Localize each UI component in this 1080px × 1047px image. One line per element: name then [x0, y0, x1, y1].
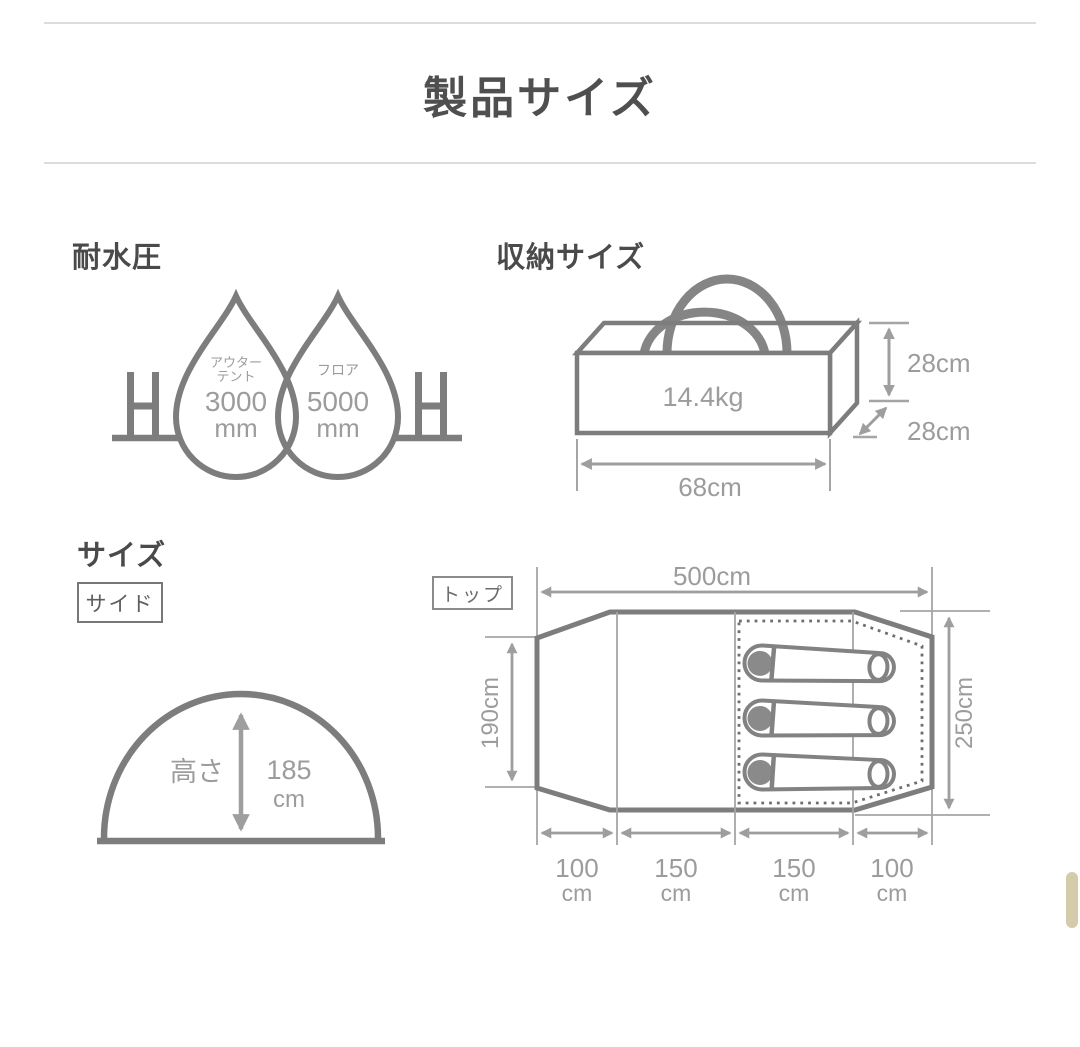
title-separator [44, 162, 1036, 164]
bag-weight: 14.4kg [662, 382, 743, 412]
sleeping-bag-icon [744, 645, 895, 685]
segment-unit: cm [661, 880, 692, 905]
floor-drop-fill [278, 296, 398, 477]
inner-tent-dotted-boundary [737, 619, 924, 805]
water-resistance-heading: 耐水圧 [72, 242, 163, 274]
bag-depth: 28cm [907, 416, 971, 446]
segment-value: 150 [772, 853, 815, 883]
bag-height: 28cm [907, 348, 971, 378]
letter-h-icon [127, 372, 159, 440]
sleeping-bag-icon [744, 700, 894, 739]
page-title: 製品サイズ [423, 74, 657, 123]
sleeping-bag-icon [744, 754, 894, 792]
bag-handle-icon [639, 307, 770, 355]
depth-arrow [858, 406, 888, 436]
floor-unit: mm [316, 413, 359, 443]
top-separator [44, 22, 1036, 24]
size-heading: サイズ [77, 540, 167, 572]
segment-unit: cm [562, 880, 593, 905]
segment-unit: cm [779, 880, 810, 905]
floor-label: フロア [317, 362, 359, 378]
segment-value: 150 [654, 853, 697, 883]
bag-width: 68cm [678, 472, 742, 502]
height-value: 185 [266, 755, 311, 785]
side-view-diagram: 高さ 185 cm [97, 690, 385, 845]
segment-labels: 100 cm 150 cm 150 cm 100 cm [555, 853, 913, 905]
segment-value: 100 [870, 853, 913, 883]
water-drop-icon [172, 288, 300, 480]
storage-bag-diagram: 14.4kg 28cm 28cm 68cm [571, 274, 971, 502]
top-view-diagram: 500cm 190cm 250cm 100 cm 150 cm [480, 561, 990, 905]
bag-front-face [574, 350, 833, 436]
bag-top-face [571, 320, 863, 356]
outer-tent-label-line1: アウター [210, 355, 262, 370]
height-unit: cm [273, 786, 305, 813]
letter-h-icon [415, 372, 447, 440]
bag-side-face [827, 317, 860, 439]
center-width-value: 250cm [951, 677, 978, 749]
outer-tent-drop-fill [176, 296, 296, 477]
side-view-label: サイド [85, 592, 155, 616]
floor-value: 5000 [307, 386, 369, 417]
total-width-value: 500cm [673, 561, 751, 591]
end-width-value: 190cm [480, 677, 504, 749]
storage-size-heading: 収納サイズ [496, 242, 646, 274]
water-drop-diagram: アウター テント 3000 mm フロア 5000 mm [112, 288, 462, 480]
outer-tent-unit: mm [214, 413, 257, 443]
outer-tent-label-line2: テント [216, 369, 255, 384]
side-view-tag: サイド [77, 582, 163, 623]
outer-tent-value: 3000 [205, 386, 267, 417]
segment-unit: cm [877, 880, 908, 905]
top-view-tag: トップ [432, 576, 513, 610]
dome-outline [100, 690, 382, 839]
top-view-label: トップ [440, 584, 504, 606]
height-label: 高さ [170, 757, 224, 787]
segment-value: 100 [555, 853, 598, 883]
scrollbar-thumb[interactable] [1066, 872, 1078, 928]
